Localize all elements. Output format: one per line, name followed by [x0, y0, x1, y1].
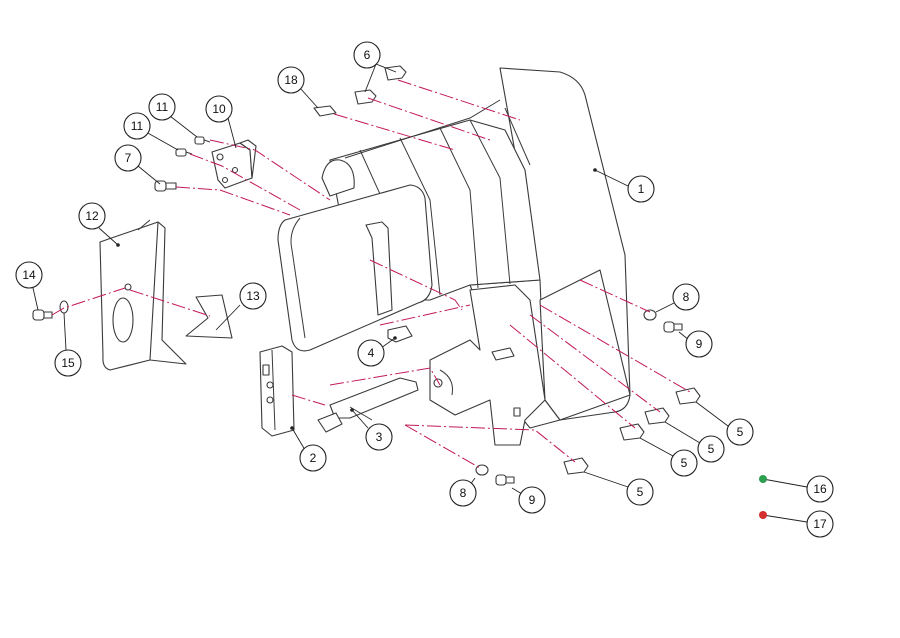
part-9-screw-bottom [495, 474, 515, 486]
part-9-screw-right [663, 321, 683, 333]
part-14-screw [32, 309, 53, 321]
callout-16: 16 [806, 475, 834, 503]
part-8-washer-right [643, 309, 657, 321]
callout-12-label: 12 [85, 209, 99, 223]
part-8-washer-bottom [475, 464, 489, 476]
callout-13: 13 [239, 282, 267, 310]
part-16-green-indicator [759, 475, 767, 483]
part-5-clip-c [619, 423, 645, 441]
callout-6: 6 [353, 41, 381, 69]
callout-7-label: 7 [125, 151, 132, 165]
callout-9-a-label: 9 [696, 337, 703, 351]
callout-3: 3 [365, 423, 393, 451]
callout-16-label: 16 [813, 482, 827, 496]
callout-14-label: 14 [22, 268, 36, 282]
callout-4-label: 4 [368, 346, 375, 360]
callout-10: 10 [205, 95, 233, 123]
callout-11-a-label: 11 [156, 100, 169, 114]
part-2-switch-bracket [259, 345, 295, 437]
part-15-washer [59, 300, 69, 314]
callout-2: 2 [299, 444, 327, 472]
callout-17: 17 [806, 510, 834, 538]
callout-11-b: 11 [123, 112, 151, 140]
callout-9-b: 9 [518, 486, 546, 514]
part-11-screw-lower [175, 148, 193, 157]
callout-5-d: 5 [626, 478, 654, 506]
callout-15: 15 [54, 349, 82, 377]
callout-1-label: 1 [638, 182, 645, 196]
callout-8-b: 8 [449, 479, 477, 507]
part-3-lever [317, 377, 419, 433]
callout-18-label: 18 [284, 73, 298, 87]
callout-13-label: 13 [246, 289, 260, 303]
callout-12: 12 [78, 202, 106, 230]
callout-9-a: 9 [685, 330, 713, 358]
callout-8-a-label: 8 [683, 290, 690, 304]
callout-2-label: 2 [310, 451, 317, 465]
callout-18: 18 [277, 66, 305, 94]
callout-5-d-label: 5 [637, 485, 644, 499]
part-5-clip-d [563, 457, 589, 475]
part-5-clip-a [675, 387, 701, 405]
callout-17-label: 17 [813, 517, 827, 531]
part-18-pad [313, 105, 337, 117]
part-7-screw [154, 180, 177, 192]
callout-5-b-label: 5 [708, 442, 715, 456]
callout-5-c-label: 5 [681, 456, 688, 470]
part-5-clip-b [644, 407, 670, 425]
callout-11-b-label: 11 [131, 119, 144, 133]
part-6-clip [354, 65, 407, 105]
callout-6-label: 6 [364, 48, 371, 62]
main-housing [277, 67, 631, 446]
callout-10-label: 10 [212, 102, 226, 116]
part-13-sheet [185, 294, 233, 339]
callout-5-c: 5 [670, 449, 698, 477]
part-10-bracket [211, 139, 257, 189]
part-4-clip [387, 325, 413, 343]
callout-1: 1 [627, 175, 655, 203]
callout-8-b-label: 8 [460, 486, 467, 500]
callout-7: 7 [114, 144, 142, 172]
callout-14: 14 [15, 261, 43, 289]
callout-5-a-label: 5 [737, 425, 744, 439]
callout-5-b: 5 [697, 435, 725, 463]
callout-15-label: 15 [61, 356, 75, 370]
callout-3-label: 3 [376, 430, 383, 444]
callout-11-a: 11 [148, 93, 176, 121]
callout-4: 4 [357, 339, 385, 367]
callout-5-a: 5 [726, 418, 754, 446]
leader-lines [32, 63, 808, 523]
part-12-side-cover [99, 219, 187, 371]
assembly-lines [51, 79, 691, 469]
callout-9-b-label: 9 [529, 493, 536, 507]
callout-8-a: 8 [672, 283, 700, 311]
part-17-red-indicator [759, 511, 767, 519]
part-11-screw-upper [194, 136, 211, 145]
